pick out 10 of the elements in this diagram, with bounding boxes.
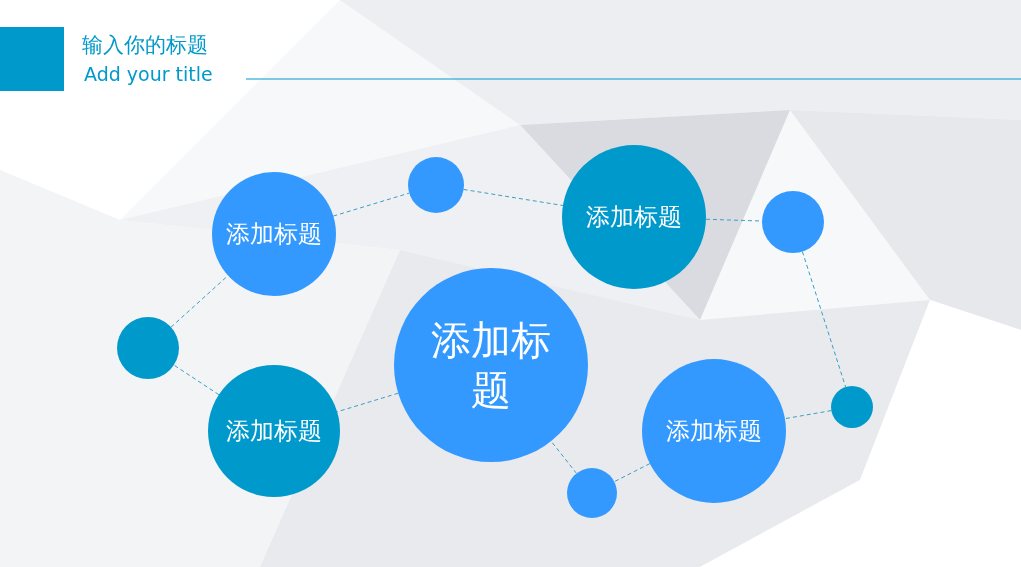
dashed-connector (332, 192, 410, 217)
dashed-connector (550, 440, 577, 474)
dashed-connector (784, 410, 832, 420)
dashed-connector (170, 275, 229, 328)
slide-title: 输入你的标题 (82, 32, 208, 59)
dashed-connector (173, 364, 220, 396)
slide-subtitle: Add your title (84, 63, 213, 85)
dashed-connector (613, 463, 651, 483)
dashed-connector (463, 188, 564, 206)
dashed-connector (801, 251, 847, 388)
